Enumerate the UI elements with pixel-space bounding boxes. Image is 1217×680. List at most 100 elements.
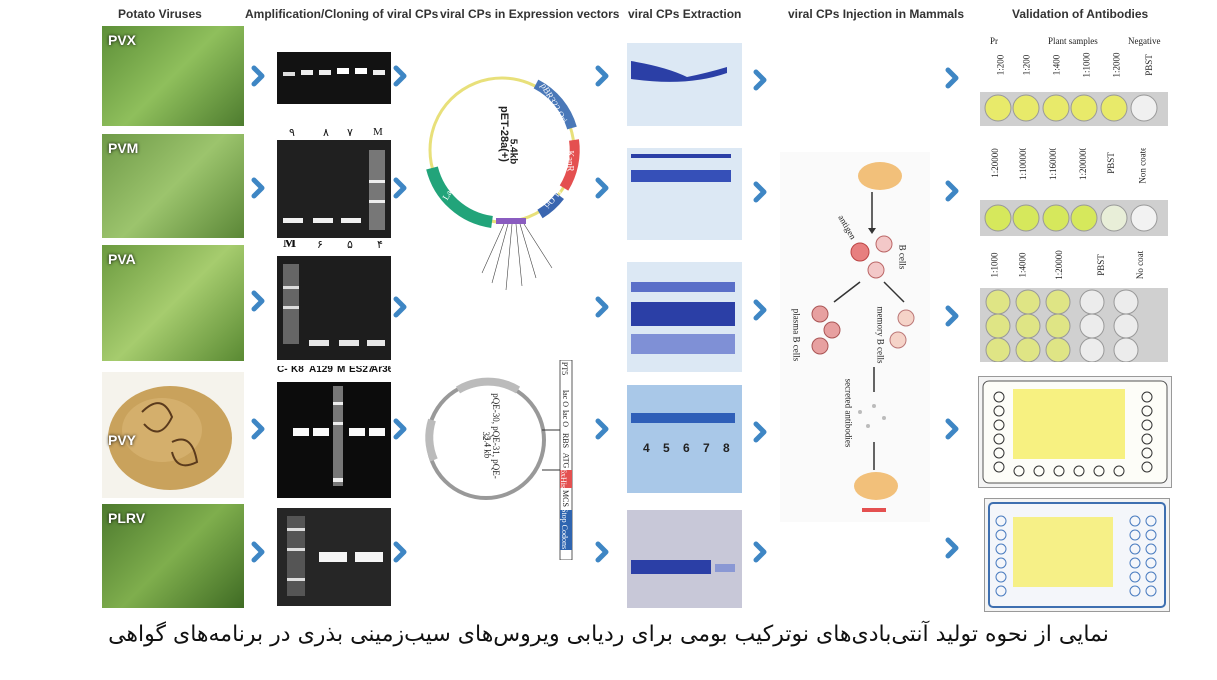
gel-pvm: ۹ ۸ ۷ M bbox=[277, 128, 391, 238]
arrow-icon bbox=[595, 177, 609, 199]
gel-lane-label: K8 bbox=[291, 366, 304, 375]
sds-gel-3 bbox=[627, 262, 742, 372]
feature-label: 6xHis bbox=[559, 468, 569, 489]
gel-lane-label: ۴ bbox=[377, 240, 383, 251]
virus-label-pvm: PVM bbox=[108, 140, 139, 156]
sds-lane-label: 7 bbox=[703, 441, 710, 455]
sds-lane-label: 8 bbox=[723, 441, 730, 455]
gel-lane-label: M bbox=[283, 240, 297, 251]
feature-label: lac O bbox=[561, 409, 571, 428]
gel-lane-label: M bbox=[337, 366, 346, 375]
sds-lane-label: 5 bbox=[663, 441, 670, 455]
arrow-icon bbox=[945, 418, 959, 440]
arrow-icon bbox=[753, 541, 767, 563]
arrow-icon bbox=[393, 65, 407, 87]
label-b-cells: B cells bbox=[897, 244, 908, 270]
gel-lane-label: Ar36 bbox=[371, 366, 391, 375]
feature-label: Stop Codons bbox=[560, 507, 570, 550]
virus-label-pvx: PVX bbox=[108, 32, 137, 48]
rabbit-icon bbox=[858, 162, 902, 190]
arrow-icon bbox=[251, 65, 265, 87]
potato-tuber-shape bbox=[108, 386, 232, 490]
arrow-icon bbox=[753, 299, 767, 321]
figure-caption: نمایی از نحوه تولید آنتی‌بادی‌های نوترکی… bbox=[108, 622, 1109, 647]
gel-lane-label: M bbox=[373, 128, 383, 138]
gel-lane-label: ۶ bbox=[317, 240, 323, 251]
elisa-strip-2: 1:20000 1:100000 1:160000 1:200000 PBST … bbox=[980, 148, 1168, 240]
arrow-icon bbox=[393, 418, 407, 440]
elisa-strip-3: 1:1000 1:4000 1:20000 PBST No coat bbox=[980, 250, 1168, 362]
virus-label-pva: PVA bbox=[108, 251, 136, 267]
gel-pva: M ۶ ۵ ۴ bbox=[277, 240, 391, 360]
arrow-icon bbox=[945, 67, 959, 89]
arrow-icon bbox=[595, 65, 609, 87]
immunization-diagram: antigen B cells plasma B cells memory B … bbox=[780, 152, 930, 522]
arrow-icon bbox=[595, 296, 609, 318]
arrow-icon bbox=[595, 418, 609, 440]
plate-header: Plant samples bbox=[1048, 36, 1098, 46]
arrow-icon bbox=[595, 541, 609, 563]
feature-label: PT5 bbox=[560, 361, 570, 376]
plasmid-size: 5.4kb bbox=[507, 138, 519, 165]
arrow-icon bbox=[393, 541, 407, 563]
virus-photo-plrv: PLRV bbox=[102, 504, 244, 608]
plate-header: Pr bbox=[990, 36, 999, 46]
plasmid-size: 3.4 kb bbox=[482, 435, 493, 459]
sds-gel-2 bbox=[627, 148, 742, 240]
plasmid-map-pet28a: pET-28a(+) 5.4kb pBR322 Ori KanR f1 Ori … bbox=[412, 68, 592, 298]
arrow-icon bbox=[251, 541, 265, 563]
gel-lane-label: ۸ bbox=[323, 128, 329, 139]
arrow-icon bbox=[753, 181, 767, 203]
header-amplification: Amplification/Cloning of viral CPs bbox=[245, 7, 439, 21]
sds-lane-label: 4 bbox=[643, 441, 650, 455]
sds-gel-4: 4 5 6 7 8 bbox=[627, 385, 742, 493]
elisa-plate-1 bbox=[978, 376, 1172, 488]
feature-label: RBS bbox=[561, 432, 571, 449]
feature-label: ATG bbox=[561, 452, 571, 469]
sds-gel-1 bbox=[627, 43, 742, 126]
b-cell-icon bbox=[850, 242, 870, 262]
elisa-plate-2 bbox=[984, 498, 1170, 612]
arrow-icon bbox=[945, 180, 959, 202]
virus-photo-pvm: PVM bbox=[102, 134, 244, 238]
gel-pvx bbox=[277, 52, 391, 104]
feature-label: KanR bbox=[565, 150, 576, 172]
arrow-icon bbox=[251, 290, 265, 312]
header-expression-vectors: viral CPs in Expression vectors bbox=[440, 7, 620, 21]
arrow-icon bbox=[753, 69, 767, 91]
rabbit-icon bbox=[854, 472, 898, 500]
sds-gel-5 bbox=[627, 510, 742, 608]
gel-lane-label: ۷ bbox=[347, 128, 353, 139]
virus-label-pvy: PVY bbox=[108, 432, 137, 448]
gel-lane-label: ۵ bbox=[347, 240, 353, 251]
virus-label-plrv: PLRV bbox=[108, 510, 146, 526]
gel-plrv bbox=[277, 508, 391, 606]
feature-label: MCS bbox=[560, 490, 570, 507]
plasmid-map-pqe: pQE-30, pQE-31, pQE-32 3.4 kb PT5 lac O … bbox=[418, 360, 598, 560]
gel-lane-label: ES27 bbox=[349, 366, 374, 375]
elisa-strip-1: Pr Plant samples Negative 1:200 1:200 1:… bbox=[980, 28, 1168, 126]
arrow-icon bbox=[251, 177, 265, 199]
arrow-icon bbox=[251, 418, 265, 440]
header-extraction: viral CPs Extraction bbox=[628, 7, 742, 21]
virus-photo-pvx: PVX bbox=[102, 26, 244, 126]
virus-photo-pvy: PVY bbox=[102, 372, 244, 498]
sds-lane-label: 6 bbox=[683, 441, 690, 455]
header-validation: Validation of Antibodies bbox=[1012, 7, 1149, 21]
arrow-icon bbox=[945, 305, 959, 327]
plate-header: Negative bbox=[1128, 36, 1161, 46]
arrow-icon bbox=[753, 421, 767, 443]
gel-lane-label: C- bbox=[277, 366, 288, 375]
flow-arrows bbox=[251, 65, 959, 563]
gel-pvy: C- K8 A129 M ES27 Ar36 bbox=[277, 366, 391, 498]
virus-photo-pva: PVA bbox=[102, 245, 244, 361]
label-memory-cells: memory B cells bbox=[875, 306, 886, 364]
gel-lane-label: ۹ bbox=[289, 128, 295, 139]
header-injection: viral CPs Injection in Mammals bbox=[788, 7, 965, 21]
arrow-icon bbox=[393, 177, 407, 199]
gel-lane-label: A129 bbox=[309, 366, 333, 375]
label-plasma-cells: plasma B cells bbox=[791, 308, 802, 362]
arrow-icon bbox=[393, 296, 407, 318]
arrow-icon bbox=[945, 537, 959, 559]
header-potato-viruses: Potato Viruses bbox=[118, 7, 202, 21]
